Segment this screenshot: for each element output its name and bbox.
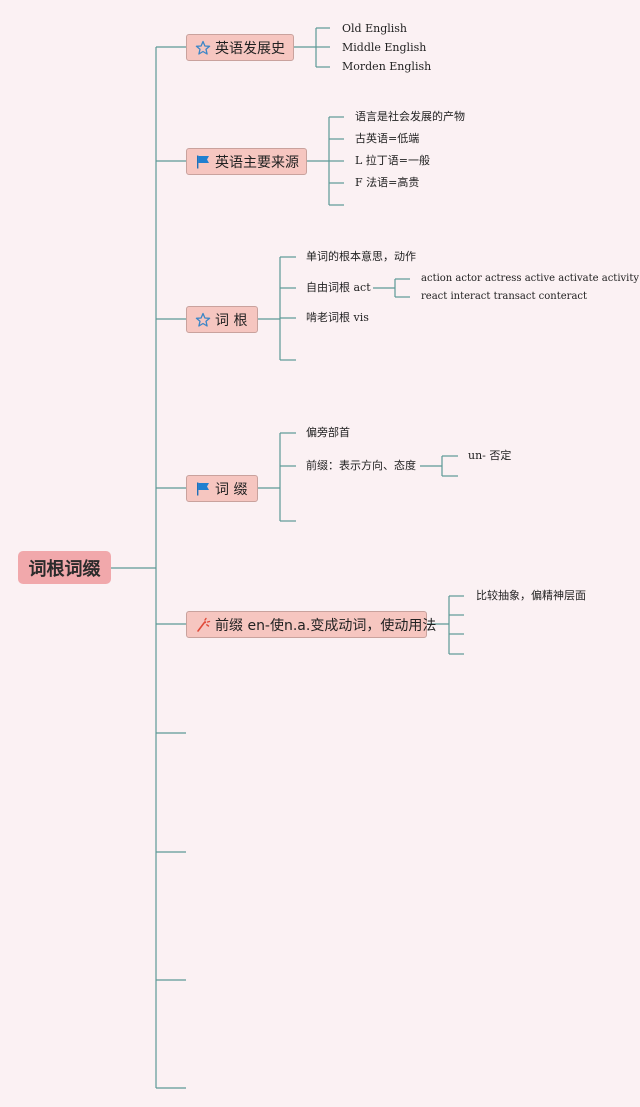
- topic-affix[interactable]: 词 缀: [186, 475, 258, 502]
- topic-english-history[interactable]: 英语发展史: [186, 34, 294, 61]
- topic-label: 英语发展史: [215, 40, 285, 57]
- leaf-language-product[interactable]: 语言是社会发展的产物: [355, 110, 465, 123]
- topic-label: 前缀 en-使n.a.变成动词，使动用法: [215, 617, 437, 634]
- blue-flag-icon: [195, 481, 211, 497]
- leaf-morden-english[interactable]: Morden English: [342, 60, 432, 73]
- leaf-act-words-2[interactable]: react interact transact conteract: [421, 291, 588, 302]
- topic-english-sources[interactable]: 英语主要来源: [186, 148, 307, 175]
- star-outline-icon: [195, 312, 211, 328]
- leaf-radical[interactable]: 偏旁部首: [306, 426, 350, 439]
- leaf-middle-english[interactable]: Middle English: [342, 41, 427, 54]
- leaf-latin-general[interactable]: L 拉丁语=一般: [355, 154, 431, 167]
- leaf-bound-root-vis[interactable]: 啃老词根 vis: [306, 311, 369, 324]
- leaf-free-root-act[interactable]: 自由词根 act: [306, 281, 371, 294]
- topic-label: 英语主要来源: [215, 154, 299, 171]
- leaf-root-meaning[interactable]: 单词的根本意思，动作: [306, 250, 416, 263]
- leaf-un-negation[interactable]: un- 否定: [468, 449, 512, 462]
- topic-prefix-en[interactable]: 前缀 en-使n.a.变成动词，使动用法: [186, 611, 436, 638]
- leaf-old-english-low[interactable]: 古英语=低端: [355, 132, 420, 145]
- leaf-prefix-direction[interactable]: 前缀：表示方向、态度: [306, 459, 416, 472]
- red-sparkle-icon: [195, 617, 211, 633]
- topic-label: 词 根: [215, 312, 248, 329]
- star-outline-icon: [195, 40, 211, 56]
- leaf-old-english[interactable]: Old English: [342, 22, 407, 35]
- topic-word-root[interactable]: 词 根: [186, 306, 258, 333]
- leaf-act-words-1[interactable]: action actor actress active activate act…: [421, 273, 640, 284]
- topic-label: 词 缀: [215, 481, 248, 498]
- blue-flag-icon: [195, 154, 211, 170]
- leaf-abstract-spiritual[interactable]: 比较抽象，偏精神层面: [476, 589, 586, 602]
- leaf-french-noble[interactable]: F 法语=高贵: [355, 176, 420, 189]
- root-topic[interactable]: 词根词缀: [18, 551, 111, 584]
